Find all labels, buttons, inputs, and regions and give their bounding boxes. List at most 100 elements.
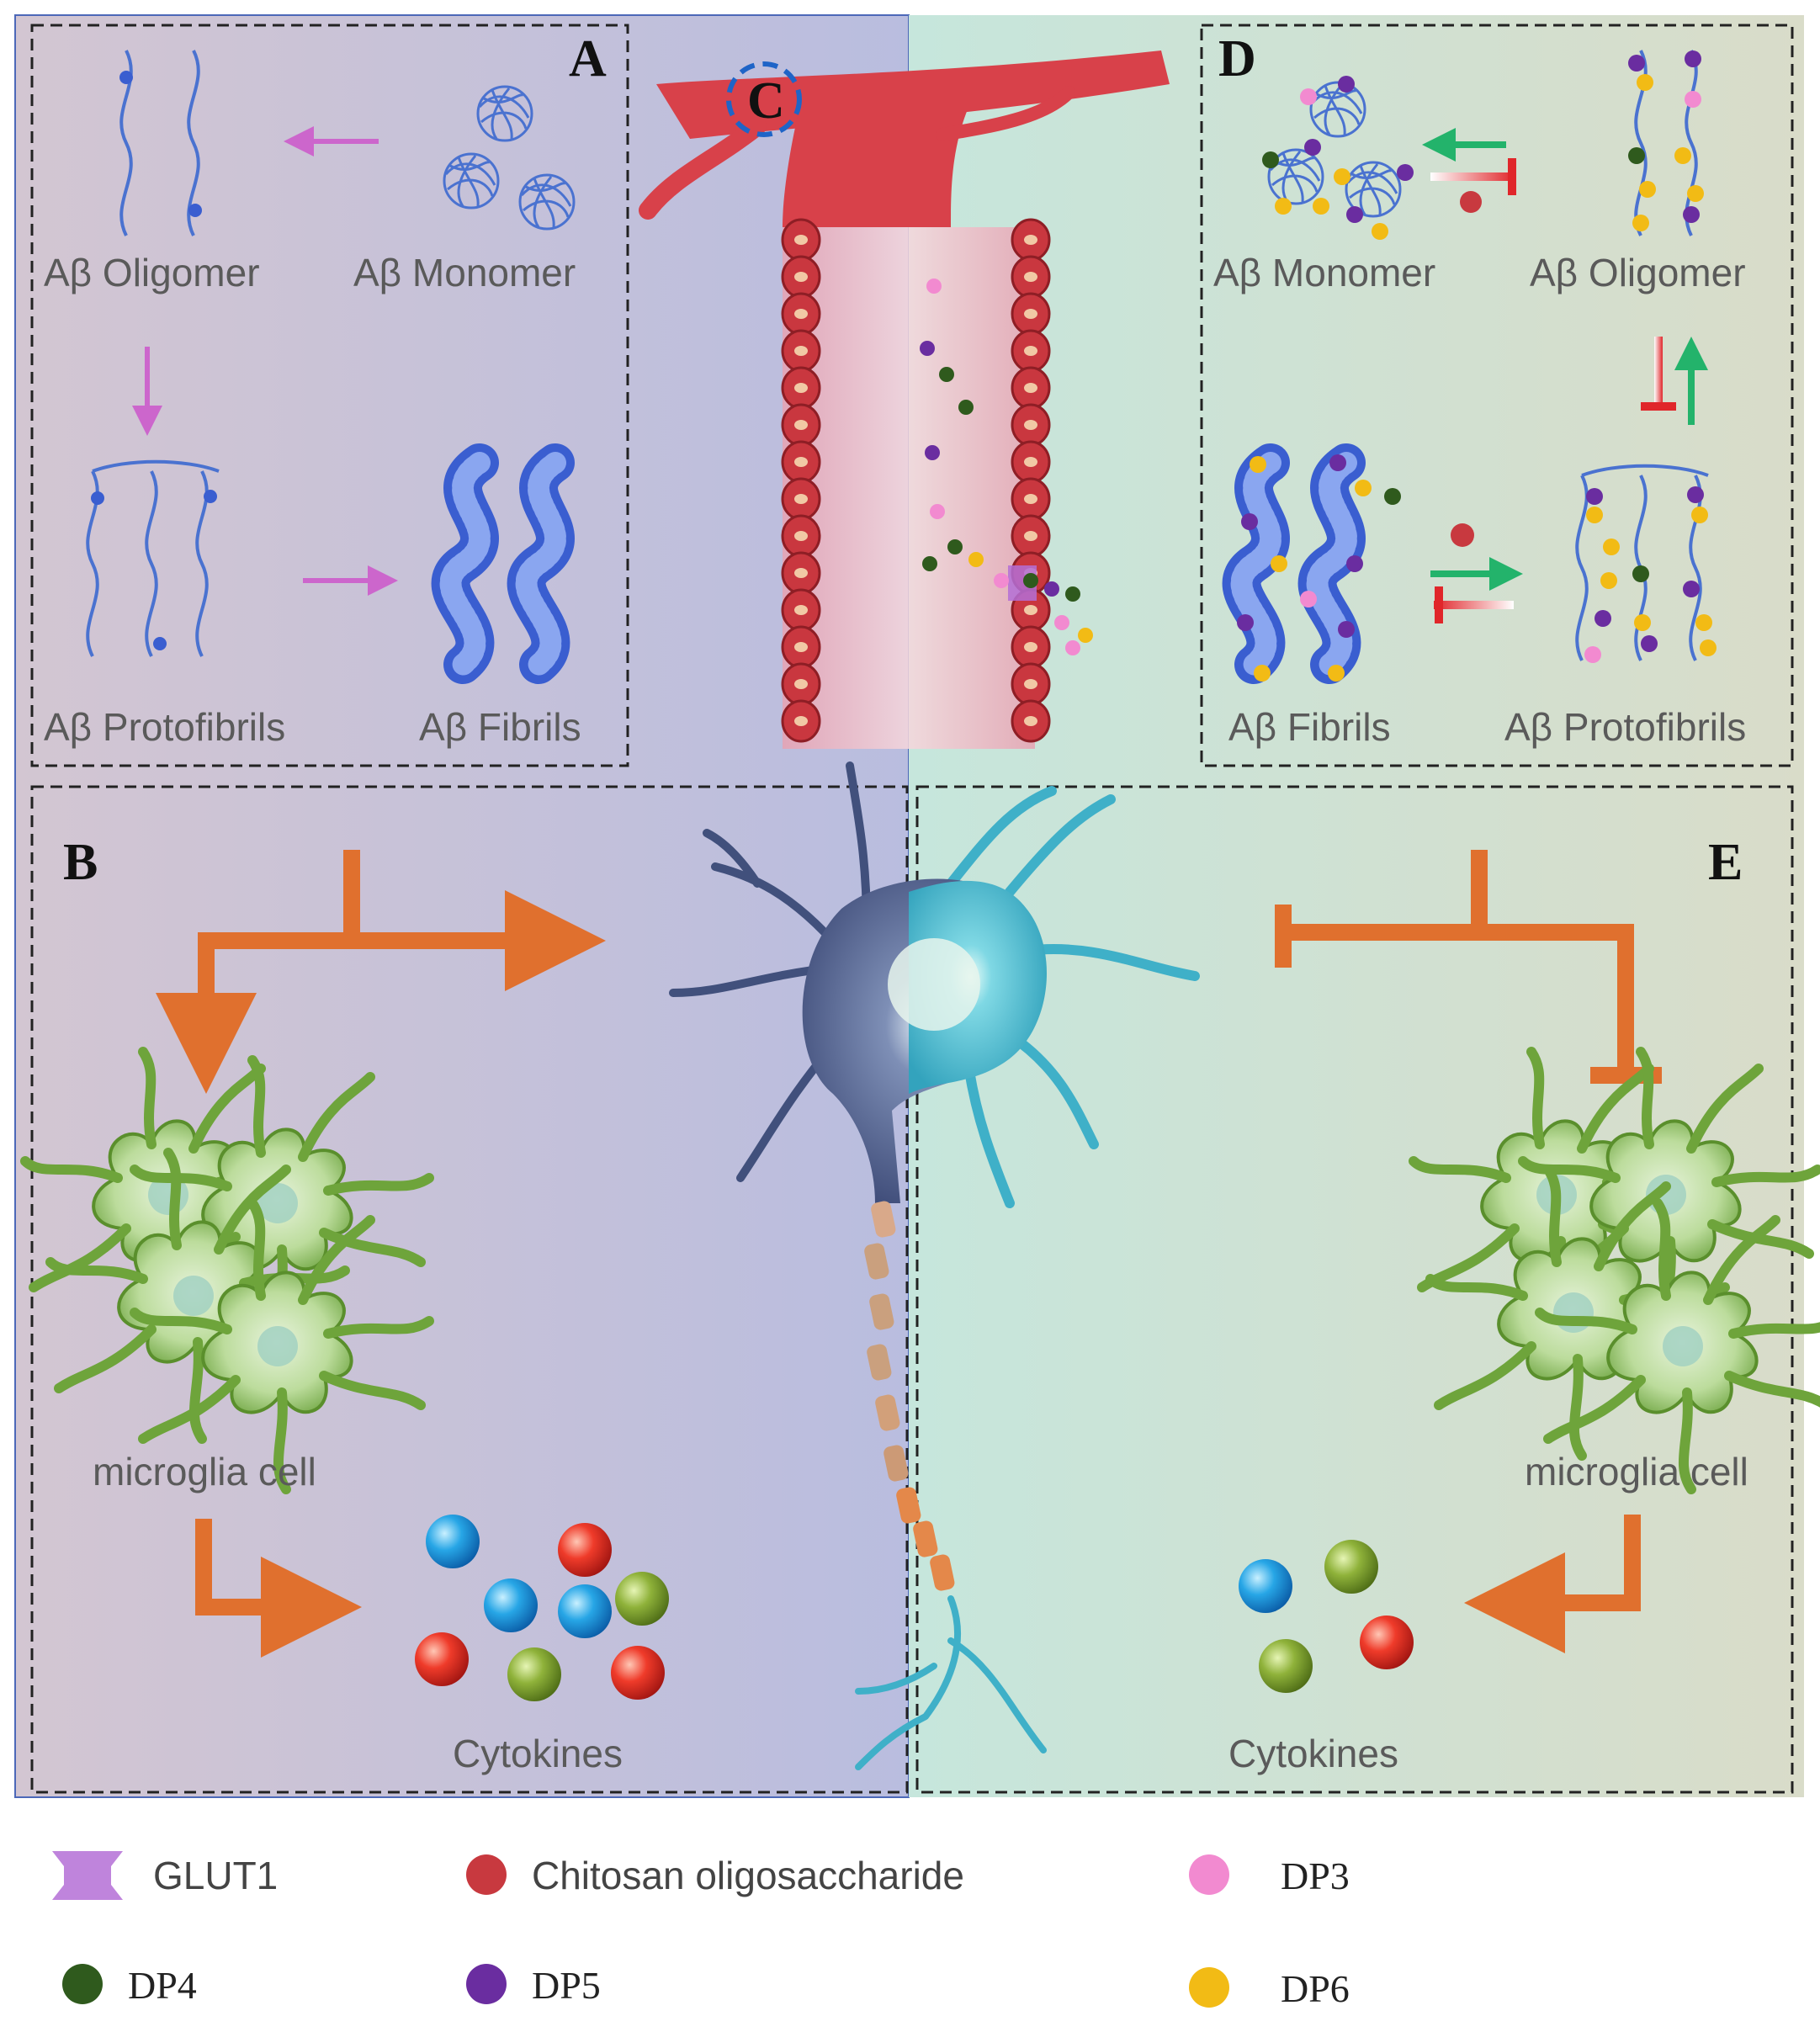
dp-dot <box>920 341 935 356</box>
cell-nucleus <box>1024 716 1037 726</box>
legend-label-dp5: DP5 <box>532 1964 601 2007</box>
cytokine-ball <box>484 1578 538 1632</box>
dp-dot <box>1078 628 1093 643</box>
e-cytokines <box>1239 1540 1414 1693</box>
cell-nucleus <box>1024 457 1037 467</box>
dp-dot <box>947 539 963 554</box>
dp-dot <box>1586 507 1603 523</box>
b-arrows <box>156 850 606 1658</box>
cell-nucleus <box>1024 309 1037 319</box>
dp-dot <box>930 504 945 519</box>
cell-nucleus <box>1024 420 1037 430</box>
legend-label-dp6: DP6 <box>1281 1967 1350 2010</box>
cell-nucleus <box>794 383 808 393</box>
a-label-monomer: Aβ Monomer <box>353 251 576 294</box>
dp-dot <box>1584 646 1601 663</box>
myelin-segment <box>869 1293 894 1330</box>
dp-dot <box>1300 591 1317 607</box>
dp-dot <box>1700 639 1717 656</box>
dp-dot <box>1328 665 1345 682</box>
dp-dot <box>925 445 940 460</box>
dp-dot <box>1632 565 1649 582</box>
dp-dot <box>1346 206 1363 223</box>
e-label-cytokines: Cytokines <box>1228 1732 1398 1775</box>
cell-nucleus <box>1024 679 1037 689</box>
a-label-oligomer: Aβ Oligomer <box>44 251 260 294</box>
legend: GLUT1 Chitosan oligosaccharide DP3 DP4 D… <box>52 1851 1350 2010</box>
dp-dot <box>1594 610 1611 627</box>
a-label-protofibrils: Aβ Protofibrils <box>44 705 285 749</box>
cell-nucleus <box>1024 494 1037 504</box>
myelin-segment <box>930 1554 955 1591</box>
dp-dot <box>1685 50 1701 67</box>
dp-dot <box>1054 615 1069 630</box>
dp-dot <box>1338 76 1355 93</box>
dp-dot <box>1313 198 1329 215</box>
cell-nucleus <box>794 679 808 689</box>
legend-label-dp4: DP4 <box>128 1964 197 2007</box>
cell-nucleus <box>794 346 808 356</box>
cell-nucleus <box>794 309 808 319</box>
legend-label-glut1: GLUT1 <box>153 1854 278 1897</box>
dp-dot <box>1683 206 1700 223</box>
dp-dot <box>958 400 974 415</box>
myelin-segment <box>871 1201 896 1238</box>
cell-nucleus <box>794 457 808 467</box>
left-background <box>14 14 910 1798</box>
d-label-protofibrils: Aβ Protofibrils <box>1504 705 1746 749</box>
legend-item-dp5: DP5 <box>466 1964 601 2007</box>
dp-dot <box>1632 215 1649 231</box>
cell-nucleus <box>794 531 808 541</box>
d-inhibit-protofibrils-to-fibrils <box>1434 586 1514 623</box>
dp-dot <box>1384 488 1401 505</box>
cell-nucleus <box>1024 346 1037 356</box>
legend-item-chitosan: Chitosan oligosaccharide <box>466 1854 964 1897</box>
cell-nucleus <box>794 605 808 615</box>
panel-c-letter: C <box>747 72 785 130</box>
dp4-dot <box>62 1964 103 2004</box>
panel-a-letter: A <box>569 30 607 88</box>
cell-nucleus <box>1024 383 1037 393</box>
cell-nucleus <box>1024 272 1037 282</box>
dp-dot <box>1237 614 1254 631</box>
dp-dot <box>1023 573 1038 588</box>
panel-b-letter: B <box>63 834 98 891</box>
myelin-segment <box>913 1520 938 1557</box>
d-chitosan-icon-top <box>1460 191 1482 213</box>
myelin-segment <box>875 1394 900 1431</box>
legend-item-dp4: DP4 <box>62 1964 197 2007</box>
a-protofibril-strands <box>86 459 220 658</box>
d-chitosan-icon-mid <box>1451 523 1474 547</box>
e-label-microglia: microglia cell <box>1525 1450 1748 1493</box>
panel-d-letter: D <box>1218 30 1256 88</box>
myelin-segment <box>883 1445 909 1482</box>
oligosaccharide-dots <box>920 279 1093 655</box>
cell-nucleus <box>794 568 808 578</box>
dp-dot <box>1329 454 1346 471</box>
dp-dot <box>1639 181 1656 198</box>
legend-label-chitosan: Chitosan oligosaccharide <box>532 1854 964 1897</box>
dp-dot <box>1241 513 1258 530</box>
dp-dot <box>1065 640 1080 655</box>
cytokine-ball <box>1324 1540 1378 1594</box>
cytokine-ball <box>558 1584 612 1638</box>
cytokine-ball <box>615 1572 669 1626</box>
d-label-fibrils: Aβ Fibrils <box>1228 705 1391 749</box>
panel-e-letter: E <box>1708 834 1743 891</box>
cytokine-ball <box>415 1632 469 1686</box>
dp-dot <box>926 279 942 294</box>
dp-dot <box>1065 586 1080 602</box>
dp-dot <box>1695 614 1712 631</box>
dp-dot <box>1637 74 1653 91</box>
dp-dot <box>939 367 954 382</box>
chitosan-icon <box>466 1854 507 1895</box>
dp-dot <box>1397 164 1414 181</box>
cytokine-ball <box>558 1523 612 1577</box>
myelin-segment <box>867 1344 892 1381</box>
dp-dot <box>1674 147 1691 164</box>
dp-dot <box>1687 486 1704 503</box>
cytokine-ball <box>1360 1616 1414 1669</box>
dp-dot <box>1271 555 1287 572</box>
dp-dot <box>922 556 937 571</box>
cytokine-ball <box>1259 1639 1313 1693</box>
